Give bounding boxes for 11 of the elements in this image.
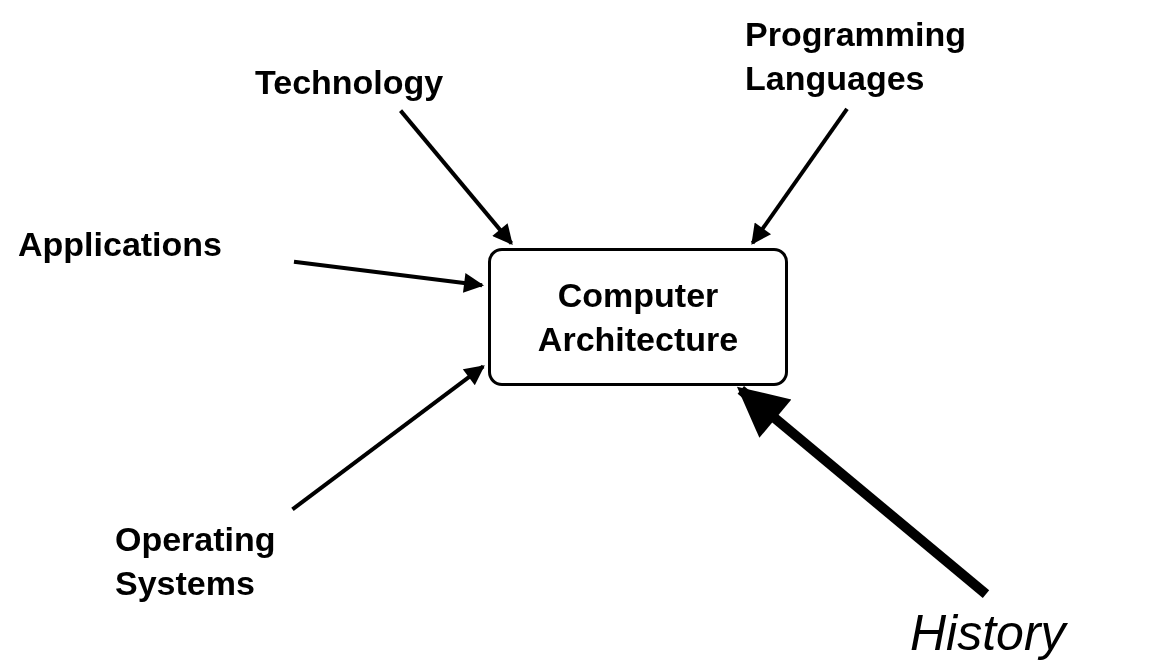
topic-label: Programming Languages [745, 8, 1035, 104]
arrow [293, 259, 485, 293]
topic-label: History [910, 598, 1160, 668]
topic-label: Technology [255, 58, 505, 106]
process-box: Computer Architecture [488, 248, 788, 386]
arrow [750, 107, 849, 245]
arrow [399, 109, 513, 245]
arrow [736, 386, 990, 598]
topic-label: Operating Systems [115, 513, 345, 609]
arrow [291, 364, 485, 511]
topic-label: Applications [18, 220, 288, 268]
